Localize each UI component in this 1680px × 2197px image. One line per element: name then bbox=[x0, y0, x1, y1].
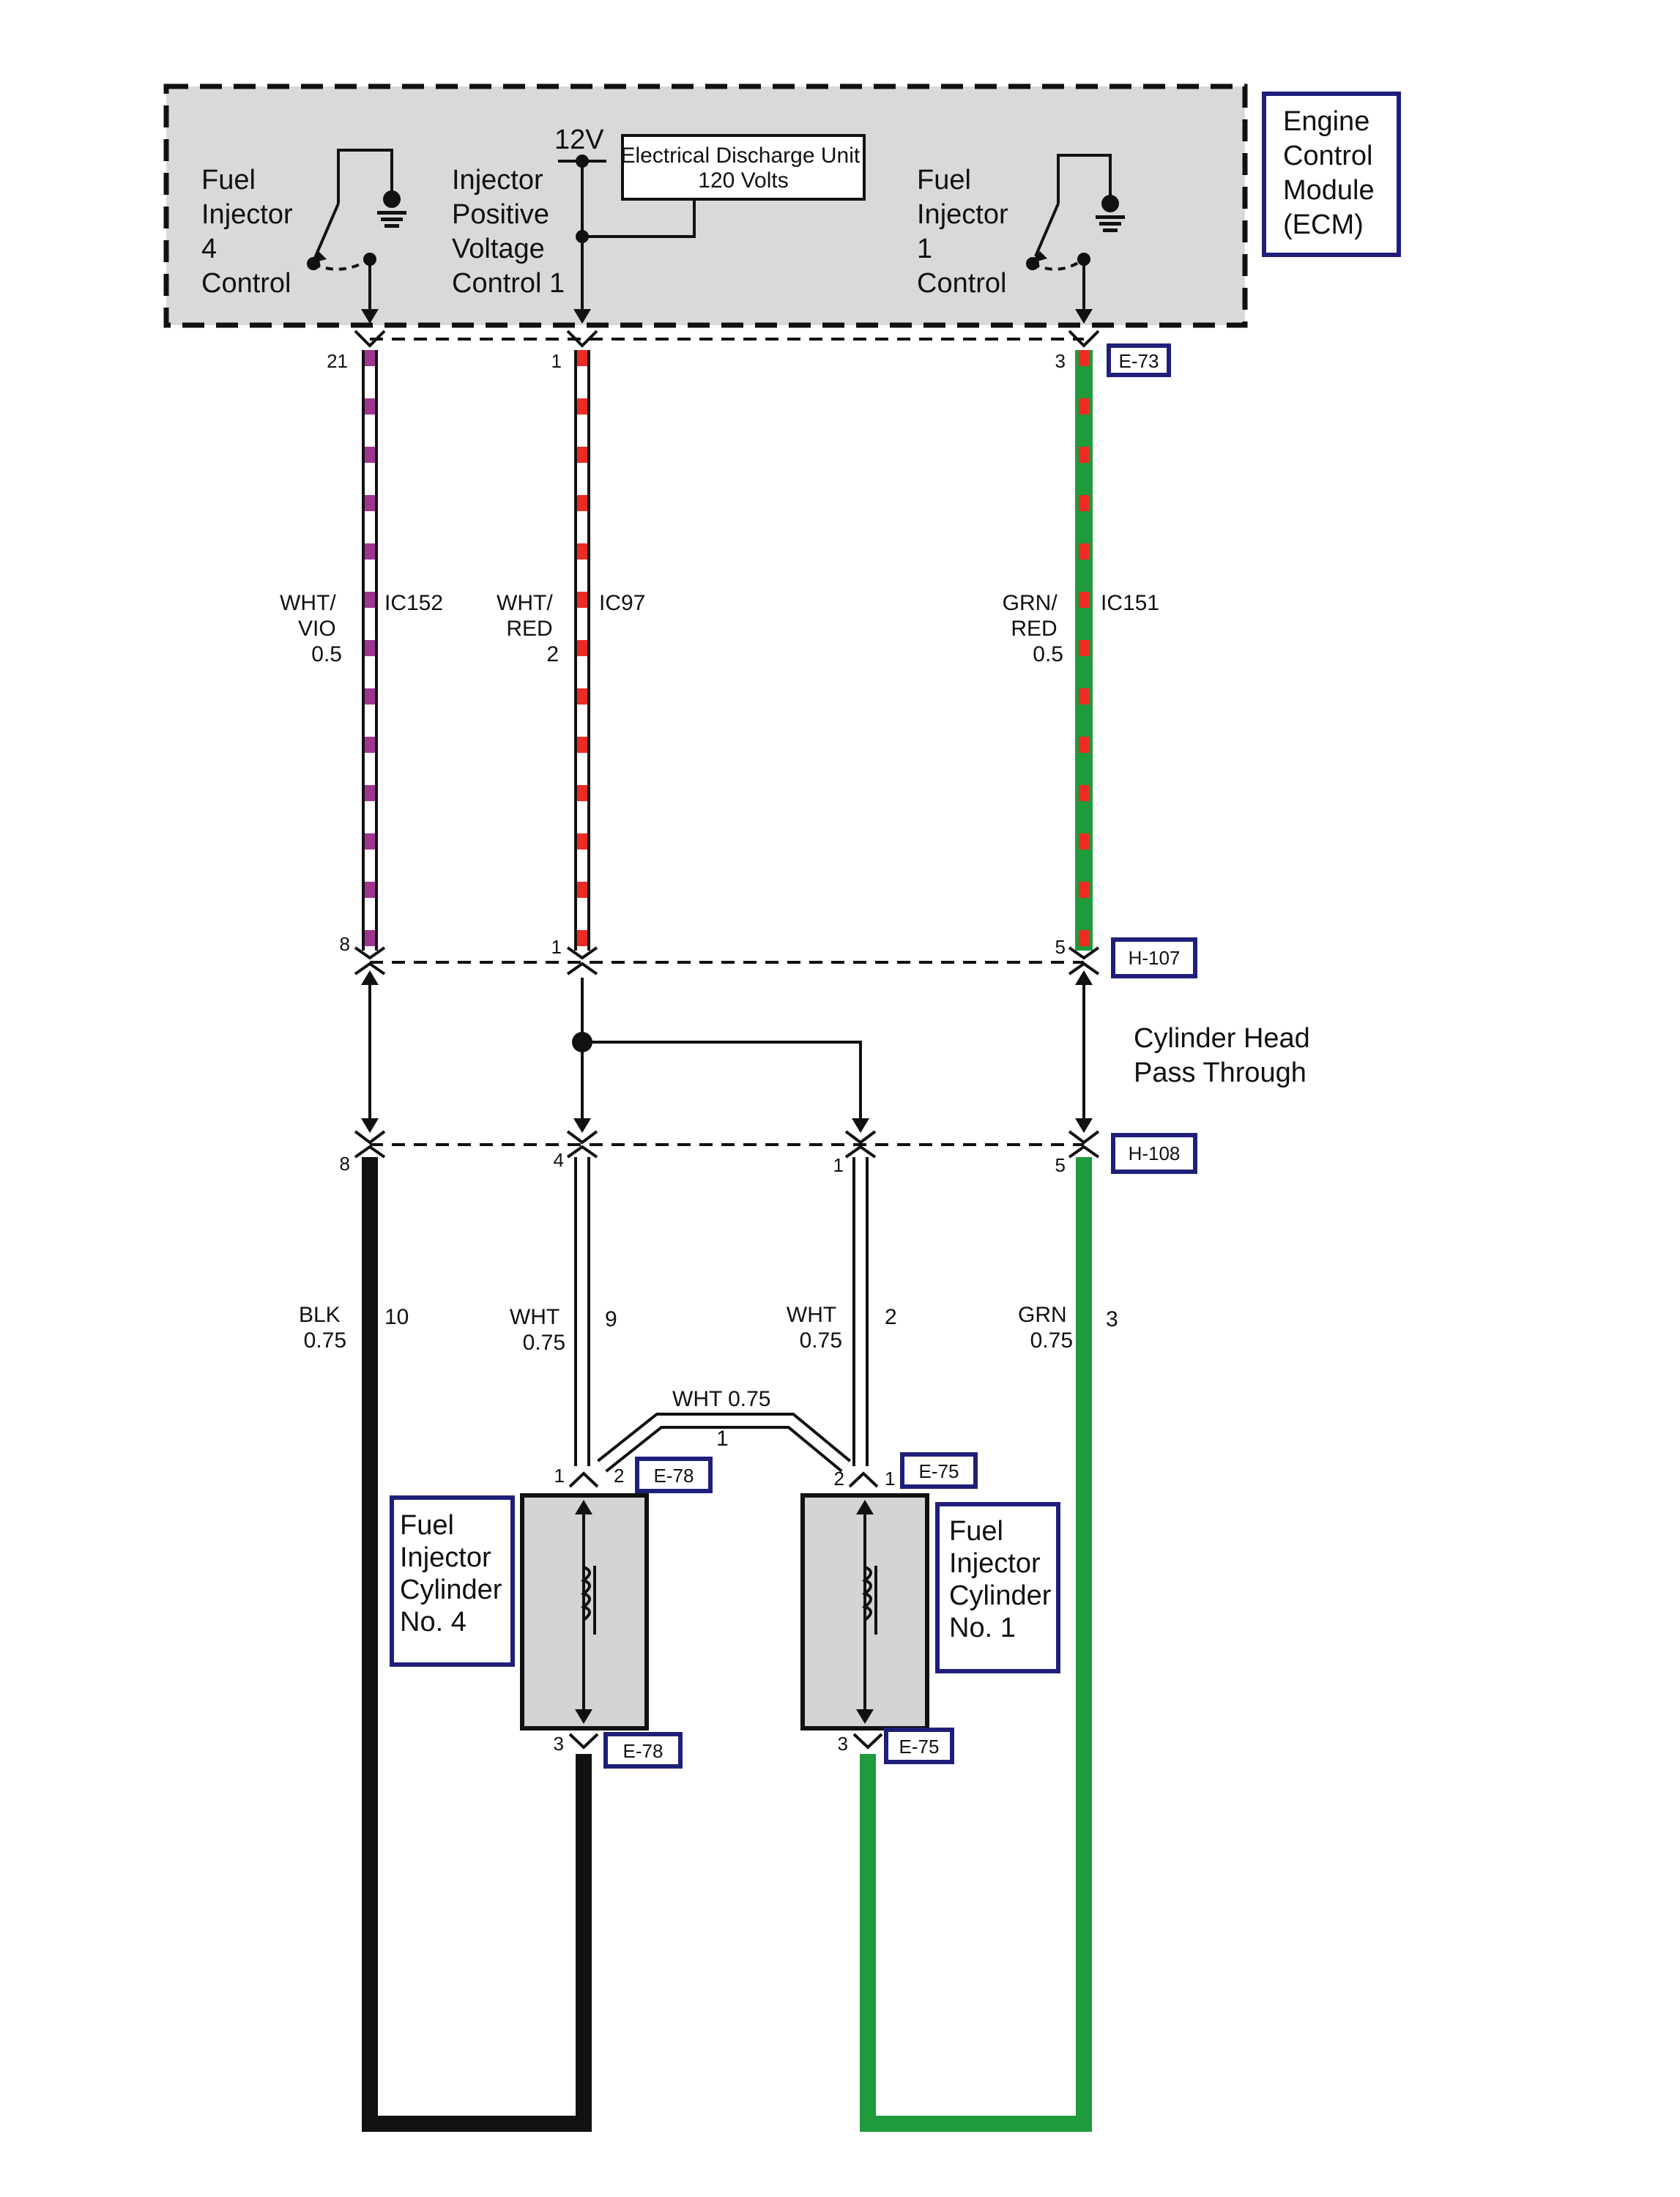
e78-bottom-pin-3: 3 bbox=[554, 1733, 564, 1755]
injector1-label: Fuel Injector Cylinder No. 1 bbox=[949, 1516, 1059, 1643]
h108-terminal-1 bbox=[844, 1130, 877, 1159]
inj1-switch bbox=[1026, 154, 1125, 324]
wire-ic151-color: GRN/ RED 0.5 bbox=[1003, 591, 1063, 666]
discharge-unit-box bbox=[621, 134, 866, 201]
injector4-label-box bbox=[390, 1495, 515, 1667]
wire-wht-2-color: WHT 0.75 bbox=[787, 1303, 842, 1353]
wire-grn-3-circuit: 3 bbox=[1106, 1307, 1118, 1331]
h108-label: H-108 bbox=[1129, 1142, 1181, 1164]
e75-bottom-label-box bbox=[884, 1728, 954, 1764]
h107-terminal-1 bbox=[566, 946, 598, 975]
h108-terminal-8 bbox=[354, 1130, 386, 1159]
h108-terminal-4 bbox=[566, 1130, 598, 1159]
wire-grn-3-color: GRN 0.75 bbox=[1018, 1303, 1073, 1353]
h107-pin-5: 5 bbox=[1055, 936, 1066, 958]
e73-label: E-73 bbox=[1119, 350, 1159, 372]
e78-bottom-terminal bbox=[568, 1733, 599, 1750]
e75-bottom-label: E-75 bbox=[899, 1736, 940, 1758]
e78-bottom-label: E-78 bbox=[623, 1740, 664, 1762]
h107-pin-8: 8 bbox=[340, 933, 350, 955]
wire-wht-9-circuit: 9 bbox=[605, 1307, 617, 1331]
discharge-unit-label: Electrical Discharge Unit 120 Volts bbox=[620, 144, 866, 193]
h108-pin-8: 8 bbox=[340, 1153, 350, 1175]
ecm-title-box bbox=[1262, 92, 1401, 257]
e73-pin-1: 1 bbox=[551, 350, 562, 372]
inj1-control-label: Fuel Injector 1 Control bbox=[917, 165, 1016, 299]
positive-control-label: Injector Positive Voltage Control 1 bbox=[452, 165, 565, 299]
wire-ic97-circuit: IC97 bbox=[599, 591, 645, 615]
e73-pin-3: 3 bbox=[1055, 350, 1066, 372]
wire-grn-3 bbox=[860, 1157, 1092, 2132]
e75-top-pin-2: 2 bbox=[834, 1468, 844, 1490]
h108-pin-4: 4 bbox=[554, 1149, 564, 1171]
e75-top-pin-1: 1 bbox=[885, 1468, 895, 1490]
h107-pin-1: 1 bbox=[551, 936, 562, 958]
e78-top-label-box bbox=[635, 1457, 713, 1493]
e78-bottom-label-box bbox=[603, 1732, 683, 1769]
inj4-switch bbox=[307, 149, 406, 324]
wire-blk-10 bbox=[362, 1157, 592, 2132]
voltage-label: 12V bbox=[554, 124, 604, 155]
h107-terminal-8 bbox=[354, 946, 386, 975]
e75-top-label: E-75 bbox=[919, 1460, 959, 1482]
wire-ic152-color: WHT/ VIO 0.5 bbox=[280, 591, 342, 666]
e78-top-terminal bbox=[568, 1471, 599, 1488]
e75-bottom-pin-3: 3 bbox=[838, 1733, 848, 1755]
jumper-color: WHT 0.75 bbox=[672, 1387, 771, 1411]
pass-through-label: Cylinder Head Pass Through bbox=[1134, 1023, 1317, 1088]
wire-blk-10-circuit: 10 bbox=[384, 1305, 409, 1329]
wire-ic152-circuit: IC152 bbox=[384, 591, 443, 615]
e78-top-pin-2: 2 bbox=[614, 1465, 624, 1487]
injector4-coil-icon bbox=[580, 1566, 591, 1621]
h108-pin-5: 5 bbox=[1055, 1154, 1066, 1176]
e75-bottom-terminal bbox=[852, 1733, 883, 1750]
e73-terminal-3 bbox=[1068, 330, 1100, 348]
h107-label: H-107 bbox=[1129, 947, 1181, 969]
wire-ic97-color: WHT/ RED 2 bbox=[497, 591, 559, 666]
jumper-circuit: 1 bbox=[716, 1427, 729, 1451]
e75-top-label-box bbox=[900, 1452, 978, 1489]
injector1-label-box bbox=[935, 1502, 1060, 1673]
e73-pin-21: 21 bbox=[327, 350, 348, 372]
e78-top-pin-1: 1 bbox=[554, 1465, 565, 1487]
splice-branch bbox=[582, 1041, 862, 1124]
h108-pin-1: 1 bbox=[833, 1154, 844, 1176]
wire-wht-9-color: WHT 0.75 bbox=[510, 1305, 565, 1355]
injector1-coil-icon bbox=[861, 1566, 872, 1621]
e73-label-box bbox=[1107, 343, 1171, 377]
ecm-block bbox=[163, 83, 1248, 328]
wire-wht-2-circuit: 2 bbox=[885, 1305, 897, 1329]
injector4-label: Fuel Injector Cylinder No. 4 bbox=[400, 1510, 510, 1637]
h107-terminal-5 bbox=[1068, 946, 1100, 975]
e73-terminal-1 bbox=[566, 330, 598, 348]
wire-blk-10-color: BLK 0.75 bbox=[299, 1303, 346, 1353]
e78-top-label: E-78 bbox=[654, 1465, 694, 1487]
inj4-control-label: Fuel Injector 4 Control bbox=[201, 165, 300, 299]
ecm-title: Engine Control Module (ECM) bbox=[1283, 106, 1382, 240]
h107-label-box bbox=[1111, 937, 1197, 978]
wire-ic151-circuit: IC151 bbox=[1101, 591, 1159, 615]
e73-terminal-21 bbox=[354, 330, 386, 348]
e75-top-terminal bbox=[848, 1471, 879, 1488]
h108-terminal-5 bbox=[1068, 1130, 1100, 1159]
h108-label-box bbox=[1111, 1133, 1197, 1174]
